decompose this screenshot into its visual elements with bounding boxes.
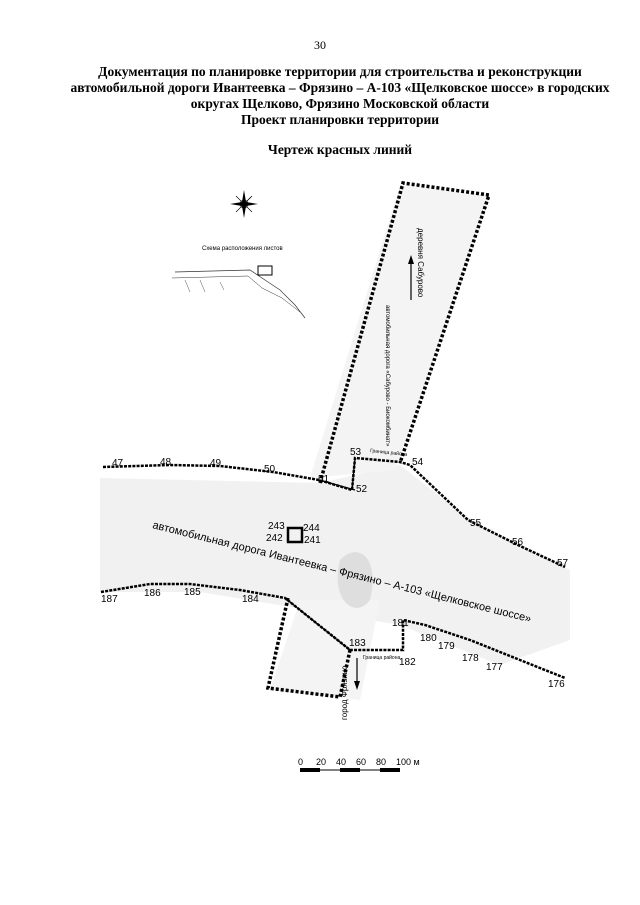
point-label: 50: [264, 464, 276, 475]
point-label: 54: [412, 457, 424, 468]
compass-rose-icon: [230, 190, 258, 218]
scale-bar: 0 20 40 60 80 100 м: [298, 757, 420, 772]
title-line-1: Документация по планировке территории дл…: [98, 64, 582, 79]
page-number: 30: [314, 38, 326, 52]
red-line-north: [102, 456, 566, 569]
road-base: [100, 185, 570, 700]
point-label: 243: [268, 521, 285, 532]
point-label: 178: [462, 653, 479, 664]
point-label: 176: [548, 679, 565, 690]
point-label: 55: [470, 518, 482, 529]
drawing-title: Чертеж красных линий: [267, 142, 413, 157]
point-label: 186: [144, 588, 161, 599]
point-label: 49: [210, 458, 222, 469]
point-label: 177: [486, 662, 503, 673]
side-road-label: автомобильная дорога «Сабурово - Биокомб…: [384, 305, 390, 447]
sheet-layout-inset: Схема расположения листов: [171, 246, 306, 319]
boundary-north-label: Граница района: [370, 447, 408, 458]
point-label: 180: [420, 633, 437, 644]
plot-241-244: [286, 526, 304, 544]
south-corridor-red-line: [265, 597, 352, 699]
boundary-south-label: Граница района: [363, 654, 400, 661]
point-labels: 47 48 49 50 51 52 53 54 55 56 57 187 186…: [101, 447, 569, 690]
north-corridor-red-line: [318, 181, 492, 484]
red-line-south: [100, 582, 566, 680]
point-label: 185: [184, 587, 201, 598]
scale-tick: 0: [298, 757, 303, 767]
point-label: 242: [266, 533, 283, 544]
point-label: 52: [356, 484, 368, 495]
scale-tick: 20: [316, 757, 326, 767]
scale-tick: 100 м: [396, 757, 420, 767]
arrow-north-icon: [408, 255, 414, 300]
direction-north-label: деревня Сабурово: [416, 228, 425, 298]
title-line-3: округах Щелково, Фрязино Московской обла…: [190, 96, 490, 111]
point-label: 241: [304, 535, 321, 546]
scale-tick: 80: [376, 757, 386, 767]
point-label: 48: [160, 457, 172, 468]
point-label: 182: [399, 657, 416, 668]
point-label: 181: [392, 618, 409, 629]
point-label: 179: [438, 641, 455, 652]
scale-tick: 40: [336, 757, 346, 767]
direction-south-label: город Фрязино: [340, 665, 349, 720]
point-label: 244: [303, 523, 320, 534]
title-line-4: Проект планировки территории: [240, 112, 440, 127]
point-label: 56: [512, 537, 524, 548]
scale-tick: 60: [356, 757, 366, 767]
point-label: 51: [318, 474, 330, 485]
point-label: 53: [350, 447, 362, 458]
title-line-2: автомобильной дороги Ивантеевка – Фрязин…: [70, 80, 610, 95]
point-label: 183: [349, 638, 366, 649]
point-label: 187: [101, 594, 118, 605]
point-label: 57: [557, 558, 569, 569]
point-label: 47: [112, 458, 124, 469]
point-label: 184: [242, 594, 259, 605]
arrow-south-icon: [354, 658, 360, 690]
inset-title: Схема расположения листов: [202, 246, 283, 252]
document-title: Документация по планировке территории дл…: [60, 64, 620, 128]
